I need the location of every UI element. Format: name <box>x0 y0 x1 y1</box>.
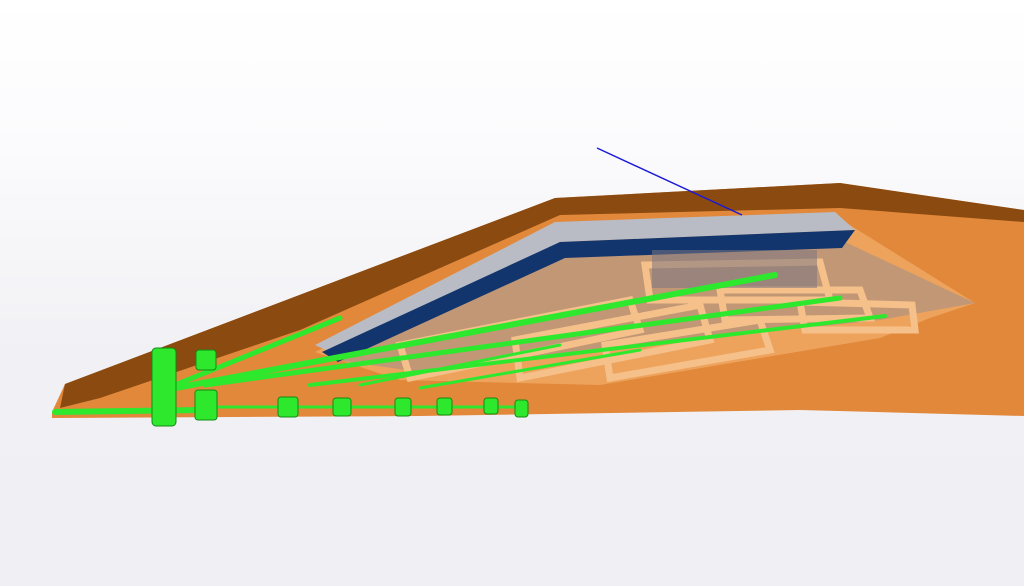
well <box>195 349 217 371</box>
pipe <box>202 295 843 388</box>
well <box>436 397 453 416</box>
pad <box>601 316 775 383</box>
cap-layer <box>315 212 855 352</box>
survey-line <box>596 147 743 216</box>
pipe <box>358 343 562 387</box>
pipe-network <box>52 272 887 415</box>
well <box>277 396 299 418</box>
well <box>194 389 218 421</box>
well <box>483 397 499 415</box>
well <box>514 399 529 418</box>
liner-layer <box>322 230 855 362</box>
terrain-top-face <box>60 183 1024 408</box>
wells <box>151 347 529 427</box>
pipe <box>418 348 642 390</box>
pad <box>795 298 919 334</box>
well <box>151 347 177 427</box>
pipe <box>52 407 203 415</box>
well <box>332 397 352 417</box>
pipe <box>308 314 887 387</box>
well <box>394 397 412 417</box>
pipe <box>162 272 778 393</box>
pad <box>511 300 715 383</box>
pipe <box>172 315 343 388</box>
